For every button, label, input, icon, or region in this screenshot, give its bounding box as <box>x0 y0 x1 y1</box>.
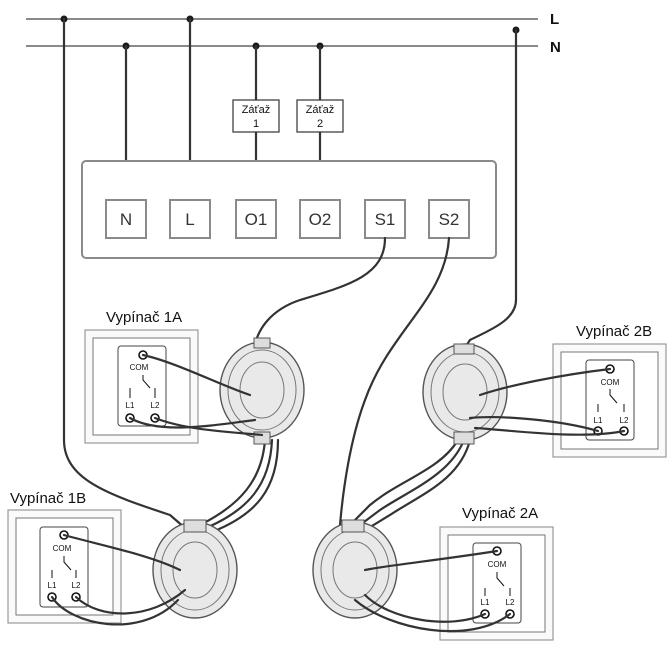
svg-text:O1: O1 <box>245 210 268 229</box>
junction-box-2b <box>422 343 508 445</box>
svg-text:L2: L2 <box>620 416 629 425</box>
live-to-box-2b-wire <box>460 28 518 354</box>
switch-1a-label: Vypínač 1A <box>106 309 182 326</box>
switch-2b-com-wire <box>478 367 612 397</box>
svg-text:Záťaž: Záťaž <box>306 104 335 116</box>
switch-1b-com-wire <box>62 533 182 572</box>
svg-text:L: L <box>185 210 194 229</box>
switch-2a-label: Vypínač 2A <box>462 505 538 522</box>
svg-text:L2: L2 <box>151 401 160 410</box>
svg-text:2: 2 <box>317 118 323 130</box>
svg-text:COM: COM <box>53 544 72 553</box>
switch-1b-label: Vypínač 1B <box>10 490 86 507</box>
switch-1a-l2-wire <box>153 416 264 437</box>
switch-1b: COM L1 L2 <box>7 509 122 624</box>
svg-text:COM: COM <box>601 378 620 387</box>
svg-text:L1: L1 <box>126 401 135 410</box>
box1a-box1b-wire <box>210 438 280 534</box>
s2-wire <box>338 236 451 527</box>
live-to-box-1b-wire <box>62 17 187 530</box>
svg-text:N: N <box>120 210 132 229</box>
svg-text:L1: L1 <box>48 581 57 590</box>
switch-1b-l1-wire <box>50 595 180 626</box>
box1a-box1b-wire <box>204 438 274 530</box>
terminal-s1: S1 <box>364 199 406 239</box>
svg-text:S1: S1 <box>375 210 396 229</box>
box2b-box2a-wire <box>360 438 472 534</box>
live-rail-label: L <box>550 11 559 28</box>
svg-text:L2: L2 <box>506 598 515 607</box>
switch-2a-l1-wire <box>363 593 487 623</box>
switch-2b-l2-wire <box>473 426 626 436</box>
terminal-l: L <box>169 199 211 239</box>
box1a-box1b-wire <box>198 438 267 527</box>
svg-text:Záťaž: Záťaž <box>242 104 271 116</box>
switch-2a-l2-wire <box>353 598 512 633</box>
svg-text:L1: L1 <box>481 598 490 607</box>
switch-2a-com-wire <box>363 549 499 572</box>
s1-wire <box>253 236 387 347</box>
svg-text:COM: COM <box>130 363 149 372</box>
terminal-o2: O2 <box>299 199 341 239</box>
junction-box-1a <box>219 337 305 445</box>
svg-text:S2: S2 <box>439 210 460 229</box>
terminal-o1: O1 <box>235 199 277 239</box>
svg-text:O2: O2 <box>309 210 332 229</box>
box2b-box2a-wire <box>348 438 460 527</box>
svg-text:L2: L2 <box>72 581 81 590</box>
terminal-n: N <box>105 199 147 239</box>
junction-box-1b <box>152 519 238 619</box>
switch-2b-label: Vypínač 2B <box>576 323 652 340</box>
neutral-rail-label: N <box>550 39 561 56</box>
load-1: Záťaž 1 <box>232 99 280 133</box>
switch-1a-com-wire <box>141 353 252 397</box>
svg-text:1: 1 <box>253 118 259 130</box>
switch-1b-l2-wire <box>74 588 187 615</box>
box2b-box2a-wire <box>354 438 466 530</box>
load-2: Záťaž 2 <box>296 99 344 133</box>
svg-text:COM: COM <box>488 560 507 569</box>
switch-2b: COM L1 L2 <box>552 343 667 458</box>
svg-text:L1: L1 <box>594 416 603 425</box>
terminal-s2: S2 <box>428 199 470 239</box>
switch-2b-l1-wire <box>468 416 600 433</box>
junction-box-2a <box>312 519 398 619</box>
